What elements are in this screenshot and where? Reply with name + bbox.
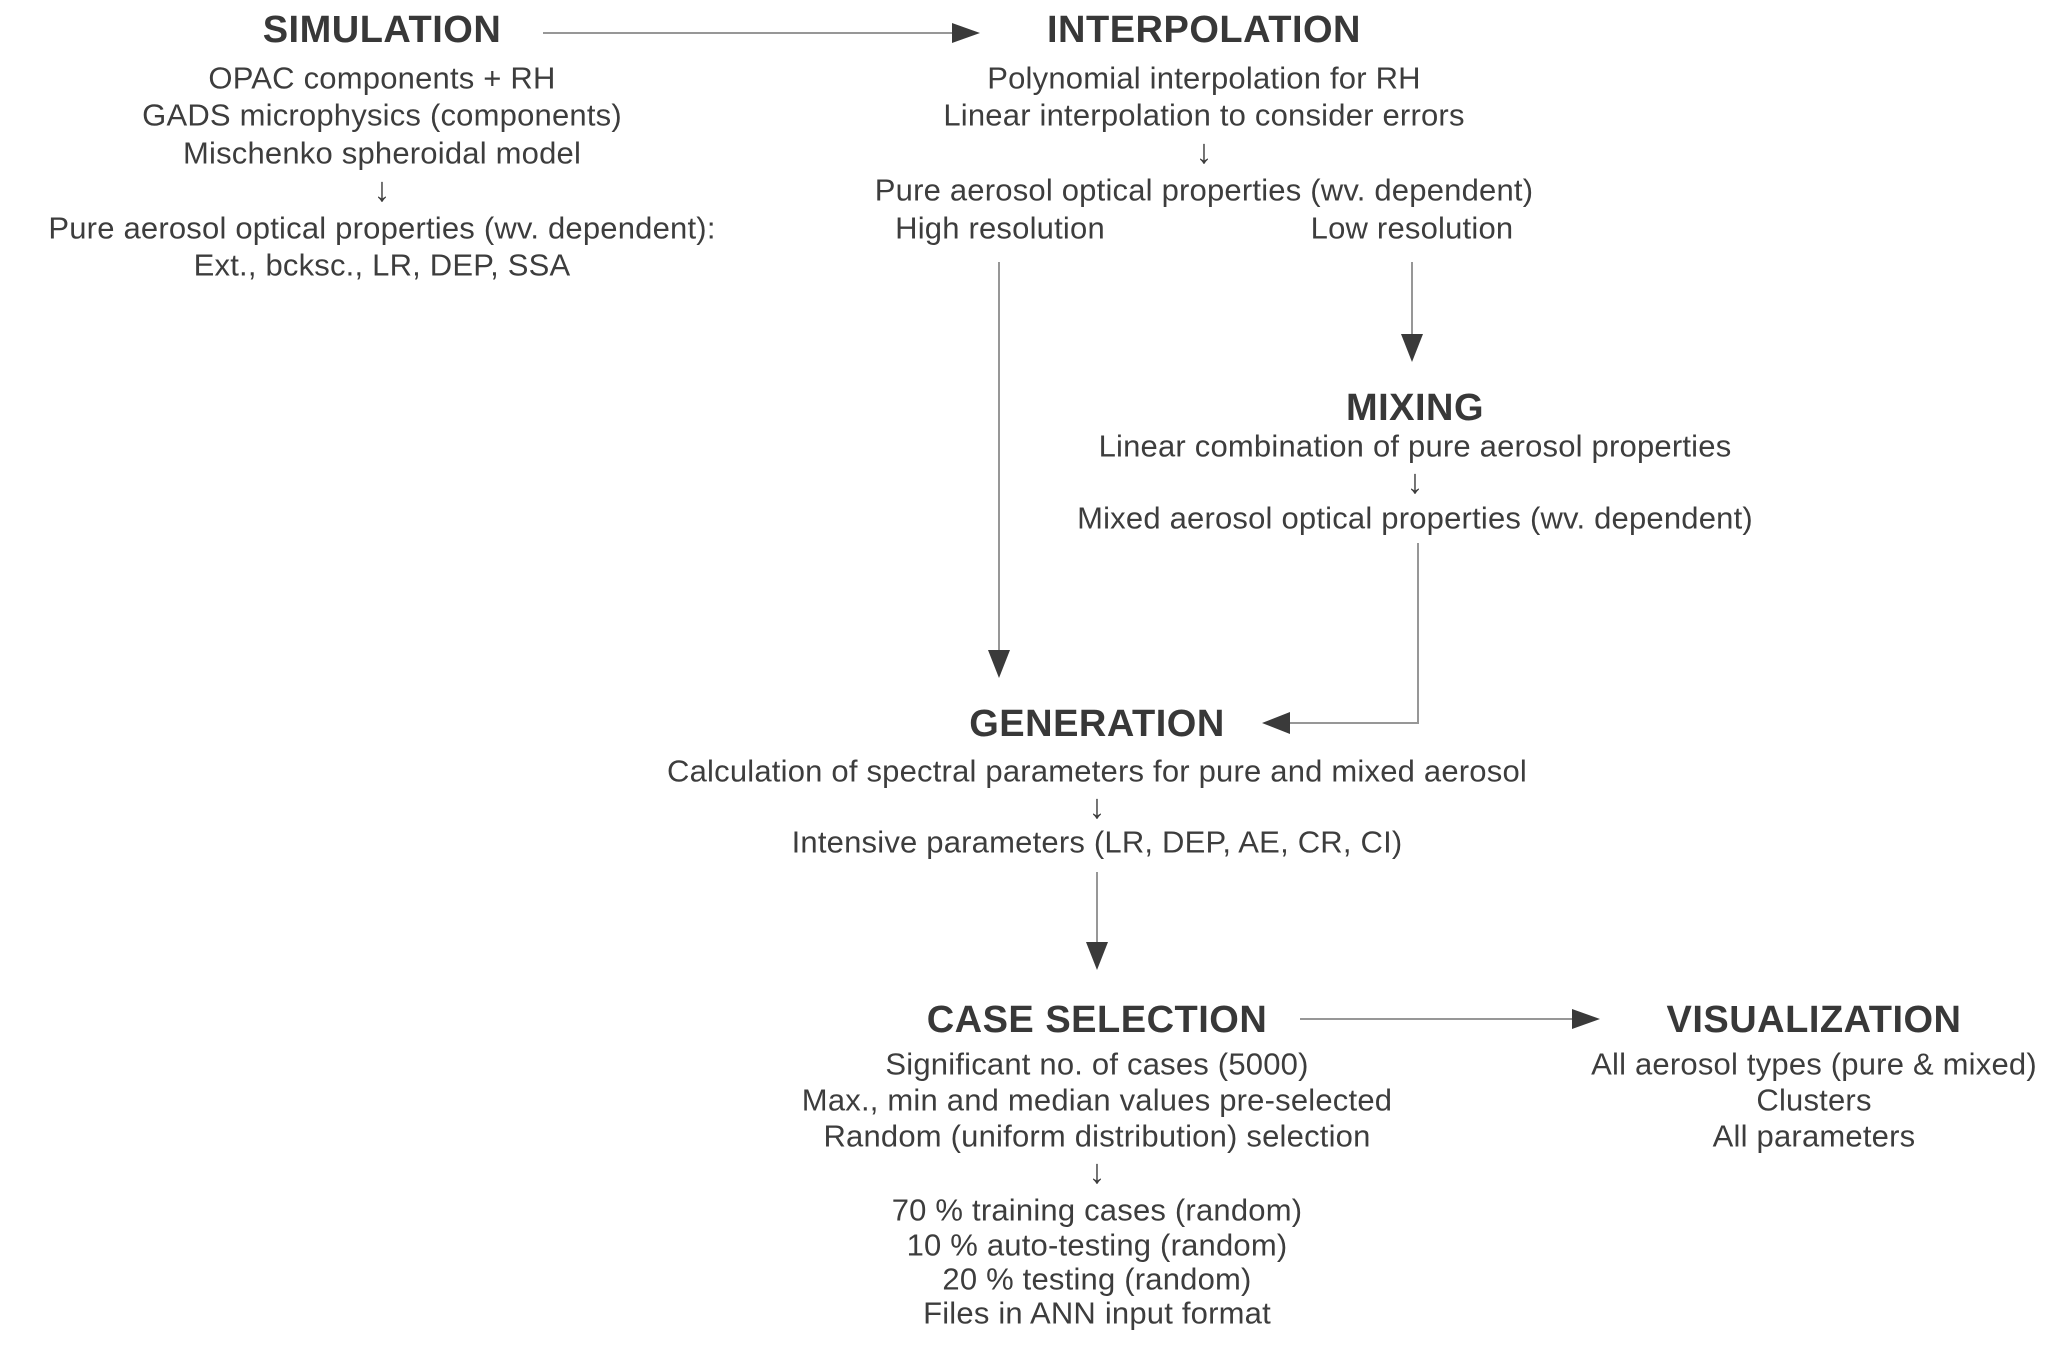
case-selection-line-random-selection: Random (uniform distribution) selection	[823, 1118, 1371, 1154]
low-resolution-label: Low resolution	[1310, 210, 1514, 246]
arrow-case-selection-to-visualization	[1300, 1009, 1600, 1029]
arrow-high-resolution-to-generation	[988, 262, 1010, 678]
interpolation-title: INTERPOLATION	[1046, 9, 1362, 51]
arrow-simulation-to-interpolation	[543, 23, 980, 43]
interpolation-line-pure-properties: Pure aerosol optical properties (wv. dep…	[874, 172, 1534, 208]
case-selection-line-max-min-median: Max., min and median values pre-selected	[801, 1082, 1393, 1118]
interpolation-line-polynomial: Polynomial interpolation for RH	[987, 60, 1421, 96]
mixing-title: MIXING	[1345, 387, 1485, 429]
generation-line-calculation: Calculation of spectral parameters for p…	[667, 753, 1527, 789]
case-selection-line-auto-testing: 10 % auto-testing (random)	[906, 1227, 1288, 1263]
visualization-line-clusters: Clusters	[1756, 1082, 1872, 1118]
case-selection-line-testing: 20 % testing (random)	[942, 1261, 1252, 1297]
high-resolution-label: High resolution	[895, 210, 1105, 246]
case-selection-line-training: 70 % training cases (random)	[891, 1192, 1303, 1228]
case-selection-down-arrow-glyph: ↓	[1088, 1153, 1106, 1191]
simulation-line-gads: GADS microphysics (components)	[142, 97, 622, 133]
simulation-line-mischenko: Mischenko spheroidal model	[182, 135, 582, 171]
interpolation-line-linear: Linear interpolation to consider errors	[943, 97, 1465, 133]
generation-title: GENERATION	[969, 703, 1225, 745]
mixing-line-linear-combination: Linear combination of pure aerosol prope…	[1098, 428, 1732, 464]
case-selection-line-ann-files: Files in ANN input format	[923, 1295, 1271, 1331]
visualization-title: VISUALIZATION	[1666, 999, 1962, 1041]
generation-line-intensive-parameters: Intensive parameters (LR, DEP, AE, CR, C…	[791, 824, 1403, 860]
generation-down-arrow-glyph: ↓	[1088, 788, 1106, 826]
simulation-line-parameters: Ext., bcksc., LR, DEP, SSA	[193, 247, 571, 283]
mixing-line-mixed-properties: Mixed aerosol optical properties (wv. de…	[1077, 500, 1753, 536]
case-selection-title: CASE SELECTION	[926, 999, 1268, 1041]
arrow-mixing-to-generation-elbow	[1262, 543, 1419, 734]
simulation-line-opac: OPAC components + RH	[208, 60, 556, 96]
mixing-down-arrow-glyph: ↓	[1406, 463, 1424, 501]
simulation-title: SIMULATION	[262, 9, 502, 51]
arrow-low-resolution-to-mixing	[1401, 262, 1423, 362]
arrow-generation-to-case-selection	[1086, 872, 1108, 970]
simulation-down-arrow-glyph: ↓	[373, 171, 391, 209]
case-selection-line-significant-cases: Significant no. of cases (5000)	[885, 1046, 1309, 1082]
interpolation-down-arrow-glyph: ↓	[1195, 133, 1213, 171]
visualization-line-all-parameters: All parameters	[1712, 1118, 1916, 1154]
simulation-line-pure-properties: Pure aerosol optical properties (wv. dep…	[48, 210, 716, 246]
visualization-line-aerosol-types: All aerosol types (pure & mixed)	[1591, 1046, 2037, 1082]
